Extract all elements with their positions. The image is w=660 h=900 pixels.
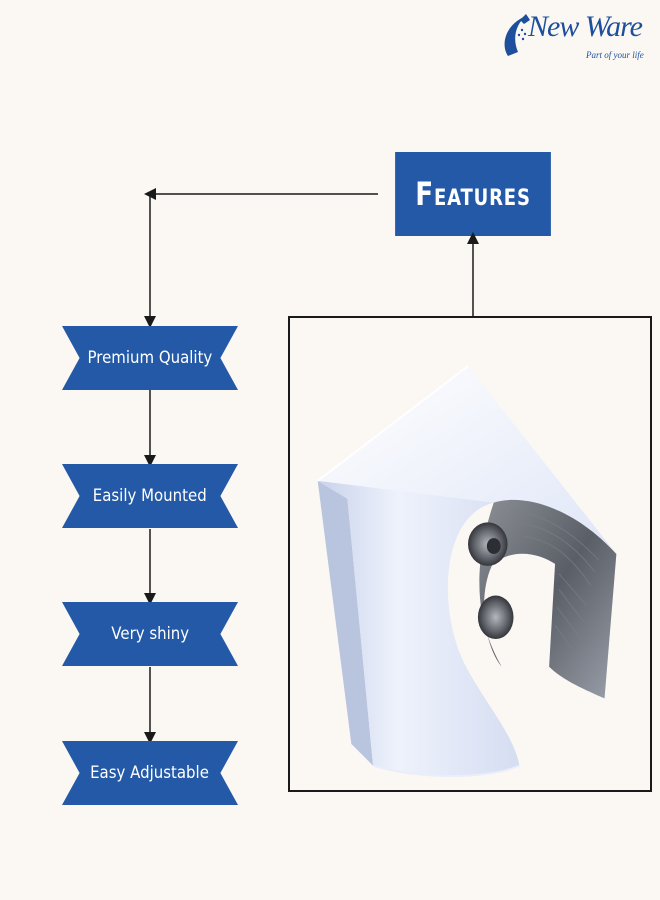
feature-ribbon-easily-mounted: Easily Mounted (62, 464, 238, 528)
feature-ribbon-easy-adjustable: Easy Adjustable (62, 741, 238, 805)
feature-label: Premium Quality (87, 348, 213, 368)
shower-holder-image (317, 365, 617, 777)
feature-label: Easily Mounted (93, 486, 207, 506)
product-image-frame (288, 316, 652, 792)
feature-ribbon-premium-quality: Premium Quality (62, 326, 238, 390)
feature-label: Easy Adjustable (90, 763, 210, 783)
brand-name: New Ware (528, 10, 643, 43)
brand-tagline: Part of your life (586, 50, 644, 60)
feature-ribbon-very-shiny: Very shiny (62, 602, 238, 666)
features-title: Features (395, 152, 551, 236)
brand-logo-swoosh-icon (504, 14, 530, 56)
feature-label: Very shiny (111, 624, 189, 644)
